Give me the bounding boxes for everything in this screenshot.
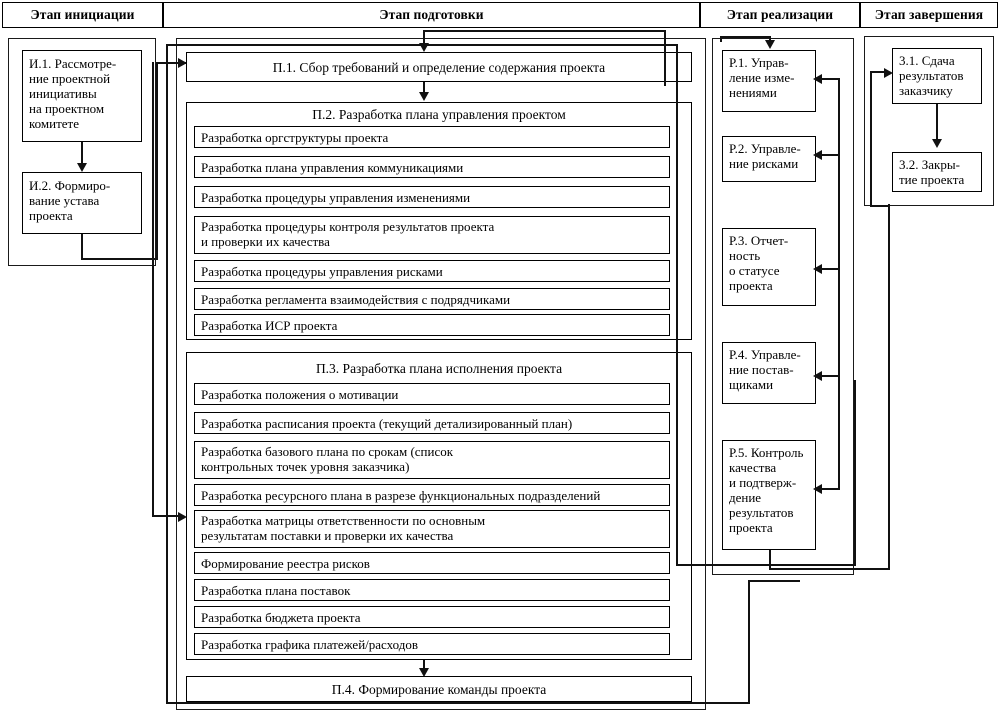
arrowhead-into-r2 xyxy=(813,149,822,160)
connector-p3-p4 xyxy=(423,660,425,670)
arrowhead-into-r1-top xyxy=(764,40,775,49)
connector-into-z1 xyxy=(870,71,886,73)
arrowhead-p1-p2 xyxy=(418,92,429,101)
p3-item-7[interactable]: Разработка бюджета проекта xyxy=(194,606,670,628)
header-cell-realization: Этап реализации xyxy=(700,2,860,28)
p3-item-5[interactable]: Формирование реестра рисков xyxy=(194,552,670,574)
group-p3-title: П.3. Разработка плана исполнения проекта xyxy=(315,361,563,376)
box-i1[interactable]: И.1. Рассмотре- ние проектной инициативы… xyxy=(22,50,142,142)
bus-branch-r3 xyxy=(822,268,840,270)
loop-realization-bottom xyxy=(676,564,856,566)
box-r1[interactable]: Р.1. Управ- ление изме- нениями xyxy=(722,50,816,112)
p3-item-0[interactable]: Разработка положения о мотивации xyxy=(194,383,670,405)
p2-item-2[interactable]: Разработка процедуры управления изменени… xyxy=(194,186,670,208)
header-cell-preparation: Этап подготовки xyxy=(163,2,700,28)
connector-r1-top-v xyxy=(720,36,722,42)
realization-column-frame xyxy=(712,38,854,575)
arrowhead-p3-p4 xyxy=(418,668,429,677)
connector-i2-up xyxy=(156,62,158,259)
bus-branch-r5 xyxy=(822,488,840,490)
realization-bus xyxy=(838,78,840,488)
box-z2[interactable]: 3.2. Закры- тие проекта xyxy=(892,152,982,192)
p3-item-8[interactable]: Разработка графика платежей/расходов xyxy=(194,633,670,655)
arrowhead-into-p3-left xyxy=(178,512,187,522)
bus-branch-r1 xyxy=(822,78,840,80)
arrowhead-i1-i2 xyxy=(76,163,87,172)
connector-i2-down xyxy=(81,234,83,260)
p3-item-6[interactable]: Разработка плана поставок xyxy=(194,579,670,601)
box-r4[interactable]: Р.4. Управле- ние постав- щиками xyxy=(722,342,816,404)
loop-bottom-global xyxy=(166,702,750,704)
header-cell-initiation: Этап инициации xyxy=(2,2,163,28)
connector-r5-down xyxy=(769,550,771,570)
box-z1[interactable]: 3.1. Сдача результатов заказчику xyxy=(892,48,982,104)
connector-top-feedback-v xyxy=(664,30,666,86)
p3-item-1[interactable]: Разработка расписания проекта (текущий д… xyxy=(194,412,670,434)
arrowhead-into-r3 xyxy=(813,263,822,274)
box-r5[interactable]: Р.5. Контроль качества и подтверж- дение… xyxy=(722,440,816,550)
connector-into-p1-top xyxy=(423,30,425,44)
p2-item-0[interactable]: Разработка оргструктуры проекта xyxy=(194,126,670,148)
connector-i2-to-p1 xyxy=(156,62,188,64)
loop-realization-down xyxy=(854,380,856,566)
arrowhead-into-r5 xyxy=(813,483,822,494)
group-p2-title: П.2. Разработка плана управления проекто… xyxy=(312,107,566,122)
connector-i1-i2 xyxy=(81,142,83,164)
p3-item-4[interactable]: Разработка матрицы ответственности по ос… xyxy=(194,510,670,548)
p3-item-2[interactable]: Разработка базового плана по срокам (спи… xyxy=(194,441,670,479)
connector-p1-p2 xyxy=(423,82,425,94)
loop-bottom-global-top xyxy=(748,580,801,582)
p2-item-3[interactable]: Разработка процедуры контроля результато… xyxy=(194,216,670,254)
p2-item-1[interactable]: Разработка плана управления коммуникация… xyxy=(194,156,670,178)
connector-z1-z2 xyxy=(936,104,938,140)
arrowhead-into-p1-left xyxy=(178,57,187,68)
arrowhead-into-z1 xyxy=(884,67,893,78)
completion-column-frame xyxy=(864,36,994,206)
rail-inner-left xyxy=(152,62,154,517)
connector-top-feedback-h xyxy=(423,30,666,32)
header-cell-completion: Этап завершения xyxy=(860,2,998,28)
p3-item-3[interactable]: Разработка ресурсного плана в разрезе фу… xyxy=(194,484,670,506)
loop-realization-left xyxy=(676,44,678,566)
p2-item-6[interactable]: Разработка ИСР проекта xyxy=(194,314,670,336)
arrowhead-into-r4 xyxy=(813,370,822,381)
box-r2[interactable]: Р.2. Управле- ние рисками xyxy=(722,136,816,182)
box-i2[interactable]: И.2. Формиро- вание устава проекта xyxy=(22,172,142,234)
box-p1[interactable]: П.1. Сбор требований и определение содер… xyxy=(186,52,692,82)
connector-r5-up-to-completion xyxy=(888,204,890,570)
connector-into-r1-top xyxy=(769,36,771,42)
rail-outer-left xyxy=(166,44,168,704)
box-r3[interactable]: Р.3. Отчет- ность о статусе проекта xyxy=(722,228,816,306)
rail-outer-left-top xyxy=(166,44,676,46)
bus-branch-r4 xyxy=(822,375,840,377)
loop-bottom-global-right xyxy=(748,580,750,704)
bus-branch-r2 xyxy=(822,154,840,156)
rail-inner-left-to-p3 xyxy=(152,515,182,517)
connector-r5-right xyxy=(769,568,890,570)
connector-i2-right xyxy=(81,258,158,260)
p2-item-5[interactable]: Разработка регламента взаимодействия с п… xyxy=(194,288,670,310)
arrowhead-z1-z2 xyxy=(931,139,942,148)
p2-item-4[interactable]: Разработка процедуры управления рисками xyxy=(194,260,670,282)
initiation-column-frame xyxy=(8,38,156,266)
box-p4[interactable]: П.4. Формирование команды проекта xyxy=(186,676,692,702)
arrowhead-into-r1 xyxy=(813,73,822,84)
arrowhead-into-p1-top xyxy=(418,43,429,52)
connector-into-z1-v xyxy=(870,71,872,207)
connector-into-z1-bottom xyxy=(870,205,890,207)
preparation-column-frame xyxy=(176,38,706,710)
connector-r1-top-h xyxy=(720,36,770,38)
